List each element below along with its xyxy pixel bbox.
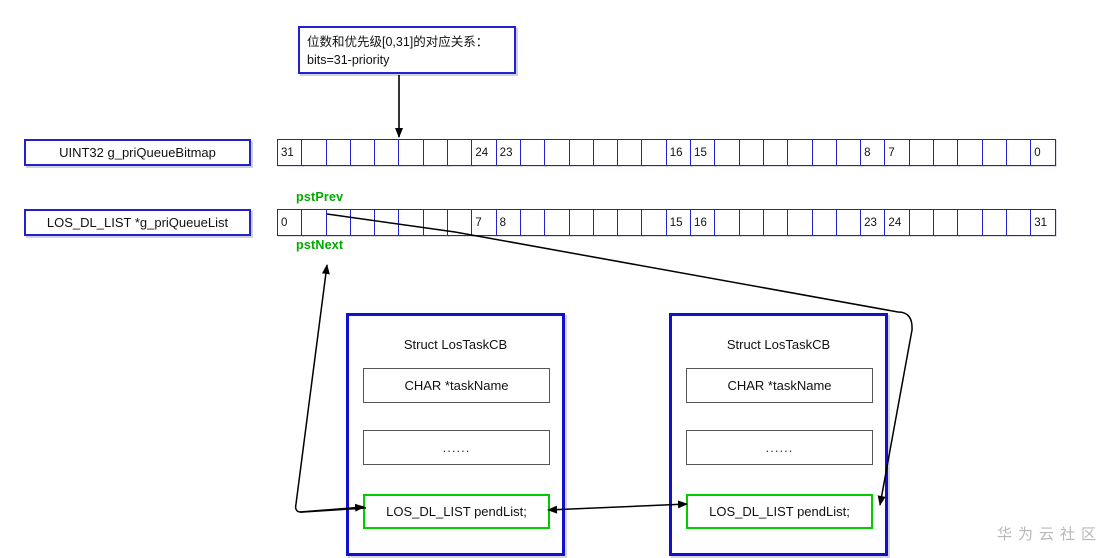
- cell: [714, 209, 741, 236]
- cell: [835, 209, 862, 236]
- cell: [933, 209, 959, 236]
- cell: [592, 139, 619, 166]
- cell: 23: [495, 139, 522, 166]
- cell: [762, 209, 789, 236]
- cell: 16: [665, 139, 692, 166]
- tcb-title: Struct LosTaskCB: [403, 337, 508, 352]
- cell: [617, 139, 643, 166]
- cell: 24: [884, 209, 911, 236]
- cell: [592, 209, 619, 236]
- callout-note: 位数和优先级[0,31]的对应关系： bits=31-priority: [298, 26, 516, 74]
- cell: [1005, 209, 1032, 236]
- tcb-field-ellipsis: ......: [686, 430, 873, 465]
- cell: [374, 209, 400, 236]
- cell: [301, 139, 328, 166]
- tcb-title: Struct LosTaskCB: [726, 337, 831, 352]
- cell: [981, 139, 1008, 166]
- cell: 7: [471, 209, 498, 236]
- cell: [301, 209, 328, 236]
- cell: 0: [277, 209, 303, 236]
- cell: [981, 209, 1008, 236]
- cell: 15: [690, 139, 716, 166]
- cell: [787, 209, 814, 236]
- cell: 31: [277, 139, 303, 166]
- cell: [933, 139, 959, 166]
- cell: [811, 209, 838, 236]
- tcb-field-taskname: CHAR *taskName: [686, 368, 873, 403]
- cell: 16: [690, 209, 716, 236]
- callout-line-1: 位数和优先级[0,31]的对应关系：: [307, 35, 489, 49]
- pstprev-label: pstPrev: [296, 190, 344, 204]
- cell: [714, 139, 741, 166]
- cell: [762, 139, 789, 166]
- cell: [568, 209, 595, 236]
- task-control-block-2: Struct LosTaskCB CHAR *taskName ...... L…: [669, 313, 888, 556]
- cell: [738, 139, 765, 166]
- cell: [738, 209, 765, 236]
- cell: [957, 139, 984, 166]
- cell: 8: [860, 139, 886, 166]
- bitmap-caption: UINT32 g_priQueueBitmap: [24, 139, 251, 166]
- task-control-block-1: Struct LosTaskCB CHAR *taskName ...... L…: [346, 313, 565, 556]
- cell: [422, 139, 449, 166]
- tcb-field-pendlist: LOS_DL_LIST pendList;: [363, 494, 550, 529]
- callout-line-2: bits=31-priority: [307, 53, 390, 68]
- cell: [447, 209, 473, 236]
- pendlist-link-arrow: [547, 500, 688, 514]
- cell: [957, 209, 984, 236]
- cell: [422, 209, 449, 236]
- cell: [908, 139, 935, 166]
- cell: [568, 139, 595, 166]
- cell: 24: [471, 139, 498, 166]
- list-caption: LOS_DL_LIST *g_priQueueList: [24, 209, 251, 236]
- cell: [787, 139, 814, 166]
- cell: [811, 139, 838, 166]
- cell: [349, 139, 376, 166]
- cell: [519, 209, 546, 236]
- cell: [641, 209, 668, 236]
- cell: 8: [495, 209, 522, 236]
- cell: [544, 139, 571, 166]
- cell: [349, 209, 376, 236]
- cell: [908, 209, 935, 236]
- cell: [519, 139, 546, 166]
- cell: [544, 209, 571, 236]
- tcb-field-ellipsis: ......: [363, 430, 550, 465]
- cell: [447, 139, 473, 166]
- cell: 7: [884, 139, 911, 166]
- watermark: 华为云社区: [996, 526, 1102, 543]
- cell: [617, 209, 643, 236]
- cell: 15: [665, 209, 692, 236]
- cell: [1005, 139, 1032, 166]
- tcb-field-pendlist: LOS_DL_LIST pendList;: [686, 494, 873, 529]
- cell: [835, 139, 862, 166]
- pstnext-label: pstNext: [296, 238, 344, 252]
- cell: [398, 209, 425, 236]
- cell: 31: [1030, 209, 1056, 236]
- cell: [398, 139, 425, 166]
- cell: 0: [1030, 139, 1056, 166]
- cell: [325, 209, 352, 236]
- cell: 23: [860, 209, 886, 236]
- cell: [325, 139, 352, 166]
- cell: [641, 139, 668, 166]
- tcb-field-taskname: CHAR *taskName: [363, 368, 550, 403]
- cell: [374, 139, 400, 166]
